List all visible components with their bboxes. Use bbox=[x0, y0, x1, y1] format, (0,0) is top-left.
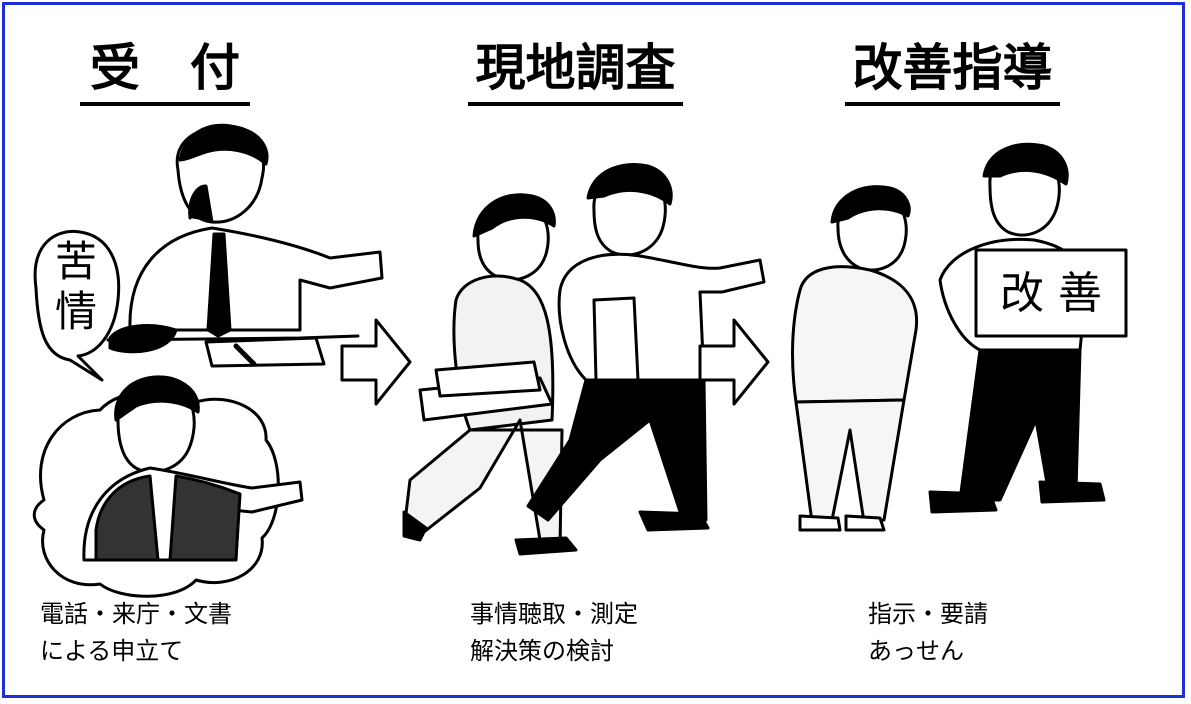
step-3-underline bbox=[845, 102, 1060, 106]
improvement-signboard bbox=[974, 248, 1128, 338]
signboard-text: 改 善 bbox=[1000, 268, 1102, 319]
caller-on-phone-figure bbox=[82, 375, 304, 562]
step-3-caption-line-1: 指示・要請 bbox=[868, 600, 988, 628]
pen bbox=[233, 343, 257, 367]
step-2-caption-line-1: 事情聴取・測定 bbox=[470, 600, 638, 628]
step-1-caption-line-1: 電話・来庁・文書 bbox=[40, 600, 232, 628]
bubble-text-line-1: 苦 bbox=[55, 237, 97, 286]
memo-paper bbox=[204, 336, 326, 368]
listener-figure bbox=[791, 185, 919, 532]
desk-telephone bbox=[108, 324, 178, 354]
flow-arrow-1 bbox=[340, 318, 412, 406]
step-1-underline bbox=[80, 102, 250, 106]
step-1-caption: 電話・来庁・文書 による申立て bbox=[40, 596, 232, 670]
officer-on-phone-figure bbox=[128, 123, 384, 338]
step-1-heading-text: 受 付 bbox=[90, 39, 240, 97]
flow-arrow-2 bbox=[698, 318, 770, 406]
inspector-right-figure bbox=[526, 163, 766, 532]
step-3-caption: 指示・要請 あっせん bbox=[868, 596, 988, 670]
step-1-heading: 受 付 bbox=[80, 38, 250, 106]
step-2-heading: 現地調査 bbox=[468, 38, 683, 106]
inspector-left-figure bbox=[402, 193, 578, 556]
step-1-caption-line-2: による申立て bbox=[40, 637, 184, 665]
step-2-caption: 事情聴取・測定 解決策の検討 bbox=[470, 596, 638, 670]
step-3-heading-text: 改善指導 bbox=[852, 39, 1053, 97]
complaint-speech-bubble bbox=[33, 229, 121, 382]
step-2-heading-text: 現地調査 bbox=[475, 39, 676, 97]
step-3-heading: 改善指導 bbox=[845, 38, 1060, 106]
step-2-caption-line-2: 解決策の検討 bbox=[470, 637, 614, 665]
bubble-text-line-2: 情 bbox=[55, 287, 97, 336]
step-3-caption-line-2: あっせん bbox=[868, 637, 964, 665]
step-2-underline bbox=[468, 102, 683, 106]
